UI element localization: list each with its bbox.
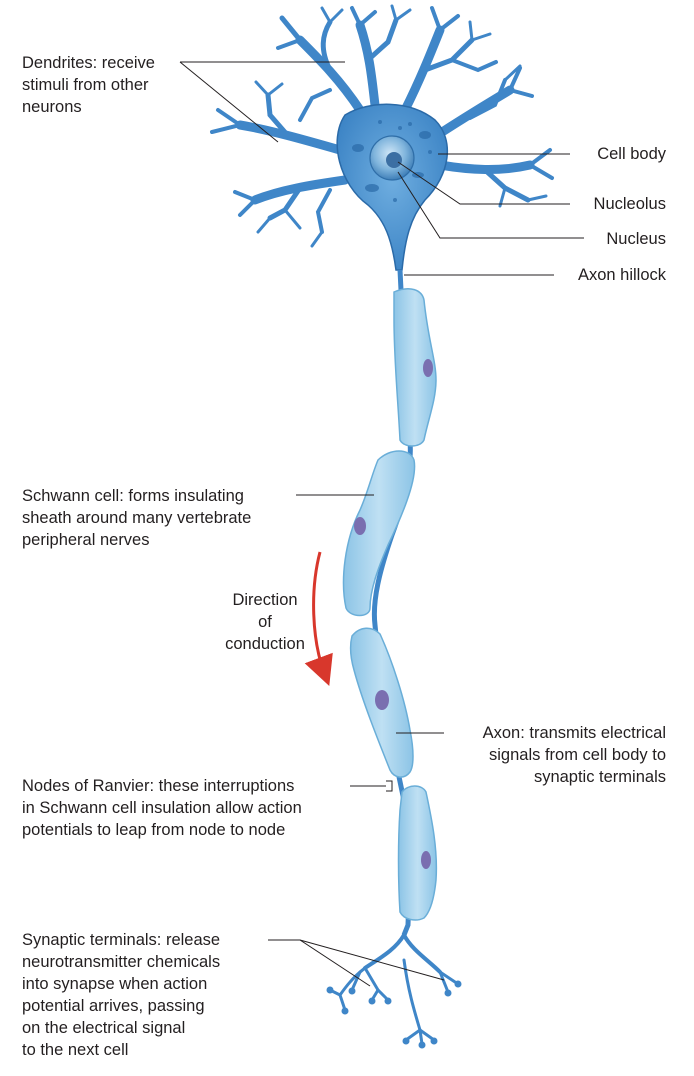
nucleolus-shape xyxy=(386,152,402,168)
nucleolus-label: Nucleolus xyxy=(593,195,666,213)
terminal-knobs xyxy=(326,980,462,1049)
direction-label: Direction of conduction xyxy=(225,591,305,653)
leader-nodes xyxy=(350,780,393,792)
schwann-nucleus-3 xyxy=(375,690,389,710)
leader-nucleus xyxy=(397,171,584,239)
schwann-cell-4 xyxy=(397,785,438,921)
schwann-nucleus-2 xyxy=(354,517,366,535)
axon-hillock-label: Axon hillock xyxy=(577,266,666,284)
schwann-cell-label: Schwann cell: forms insulating sheath ar… xyxy=(22,487,252,549)
leader-lines xyxy=(179,61,584,987)
schwann-nucleus-1 xyxy=(423,359,433,377)
schwann-cell-1 xyxy=(393,288,437,447)
nodes-of-ranvier-label: Nodes of Ranvier: these interruptions in… xyxy=(22,777,302,839)
schwann-nucleus-4 xyxy=(421,851,431,869)
axon-label: Axon: transmits electrical signals from … xyxy=(482,724,666,786)
dendrites xyxy=(210,4,554,248)
leader-nucleolus xyxy=(397,161,570,205)
cell-body-label: Cell body xyxy=(597,145,666,163)
synaptic-terminals xyxy=(328,933,460,1046)
schwann-cells xyxy=(342,288,438,921)
nucleus-label: Nucleus xyxy=(606,230,666,248)
dendrites-label: Dendrites: receive stimuli from other ne… xyxy=(22,54,155,116)
synaptic-terminals-label: Synaptic terminals: release neurotransmi… xyxy=(22,931,221,1059)
cell-body-shape xyxy=(336,103,449,271)
schwann-cell-2 xyxy=(342,450,416,617)
leader-dendrites-b xyxy=(179,61,279,143)
direction-arrow xyxy=(304,551,333,687)
leader-synaptic-b xyxy=(299,939,445,981)
